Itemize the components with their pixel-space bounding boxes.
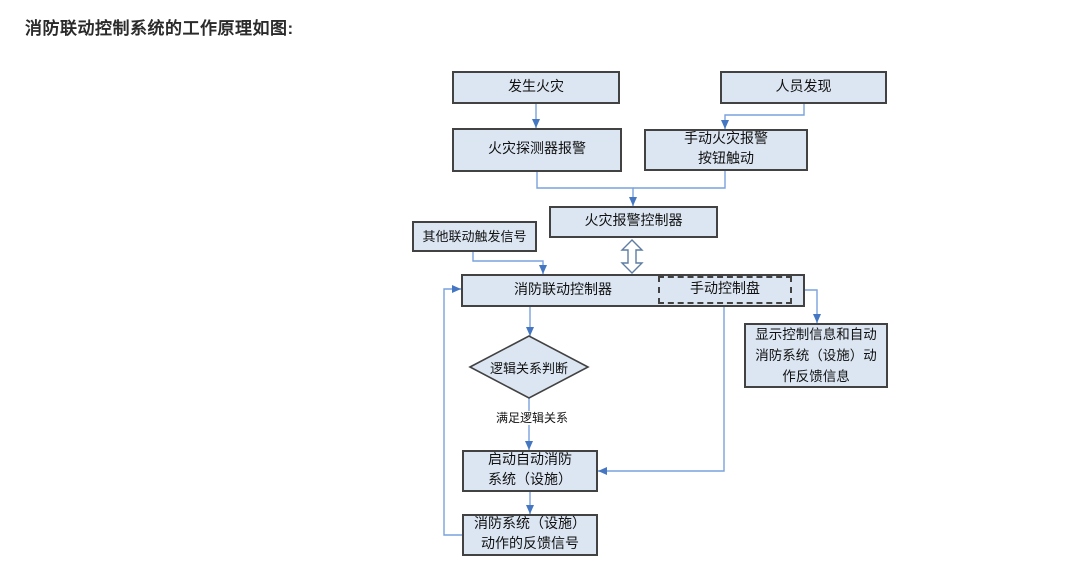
node-feedback-signal: 消防系统（设施） 动作的反馈信号 (462, 514, 598, 556)
node-person-discovers-label: 人员发现 (775, 79, 832, 95)
node-manual-panel-label: 手动控制盘 (690, 282, 760, 297)
page-title: 消防联动控制系统的工作原理如图: (25, 19, 294, 38)
node-linkage-controller: 消防联动控制器 (461, 274, 805, 307)
edge-linkage-controller-to-display (805, 289, 821, 323)
logic-judgment-text: 逻辑关系判断 (489, 360, 568, 376)
node-other-trigger: 其他联动触发信号 (412, 221, 537, 252)
node-fire-occurs-label: 发生火灾 (508, 79, 564, 95)
node-start-fire-system-label: 启动自动消防 系统（设施） (488, 453, 572, 488)
edge-manual-panel-to-start-system (598, 307, 725, 475)
node-start-fire-system: 启动自动消防 系统（设施） (462, 450, 598, 492)
node-display-info-label: 显示控制信息和自动 消防系统（设施）动 作反馈信息 (755, 327, 877, 384)
node-manual-panel: 手动控制盘 (658, 276, 792, 304)
logic-judgment-diamond-shape (468, 335, 590, 399)
node-alarm-controller: 火灾报警控制器 (549, 206, 718, 238)
node-manual-button-label: 手动火灾报警 按钮触动 (684, 132, 768, 167)
bidirectional-arrow-icon (620, 239, 644, 274)
edge-other-trigger-to-linkage-controller (472, 252, 547, 274)
node-feedback-signal-label: 消防系统（设施） 动作的反馈信号 (474, 517, 586, 552)
edge-manual-button-to-merge (633, 171, 726, 189)
node-linkage-controller-label: 消防联动控制器 (514, 282, 612, 298)
edge-person-to-manual-button (721, 104, 805, 129)
node-fire-occurs: 发生火灾 (452, 71, 620, 104)
node-logic-judgment-label: 逻辑关系判断 (469, 353, 589, 381)
node-display-info: 显示控制信息和自动 消防系统（设施）动 作反馈信息 (744, 323, 888, 388)
edge-feedback-to-linkage-controller (443, 285, 462, 536)
node-detector-alarm-label: 火灾探测器报警 (488, 142, 586, 157)
node-other-trigger-label: 其他联动触发信号 (422, 228, 527, 244)
edge-label-logic-condition: 满足逻辑关系 (482, 410, 582, 426)
node-detector-alarm: 火灾探测器报警 (452, 128, 622, 172)
node-alarm-controller-label: 火灾报警控制器 (584, 214, 683, 229)
edge-detector-to-alarm-controller (536, 172, 637, 206)
node-person-discovers: 人员发现 (720, 71, 887, 104)
logic-condition-text: 满足逻辑关系 (493, 411, 570, 425)
node-manual-button: 手动火灾报警 按钮触动 (644, 129, 808, 171)
